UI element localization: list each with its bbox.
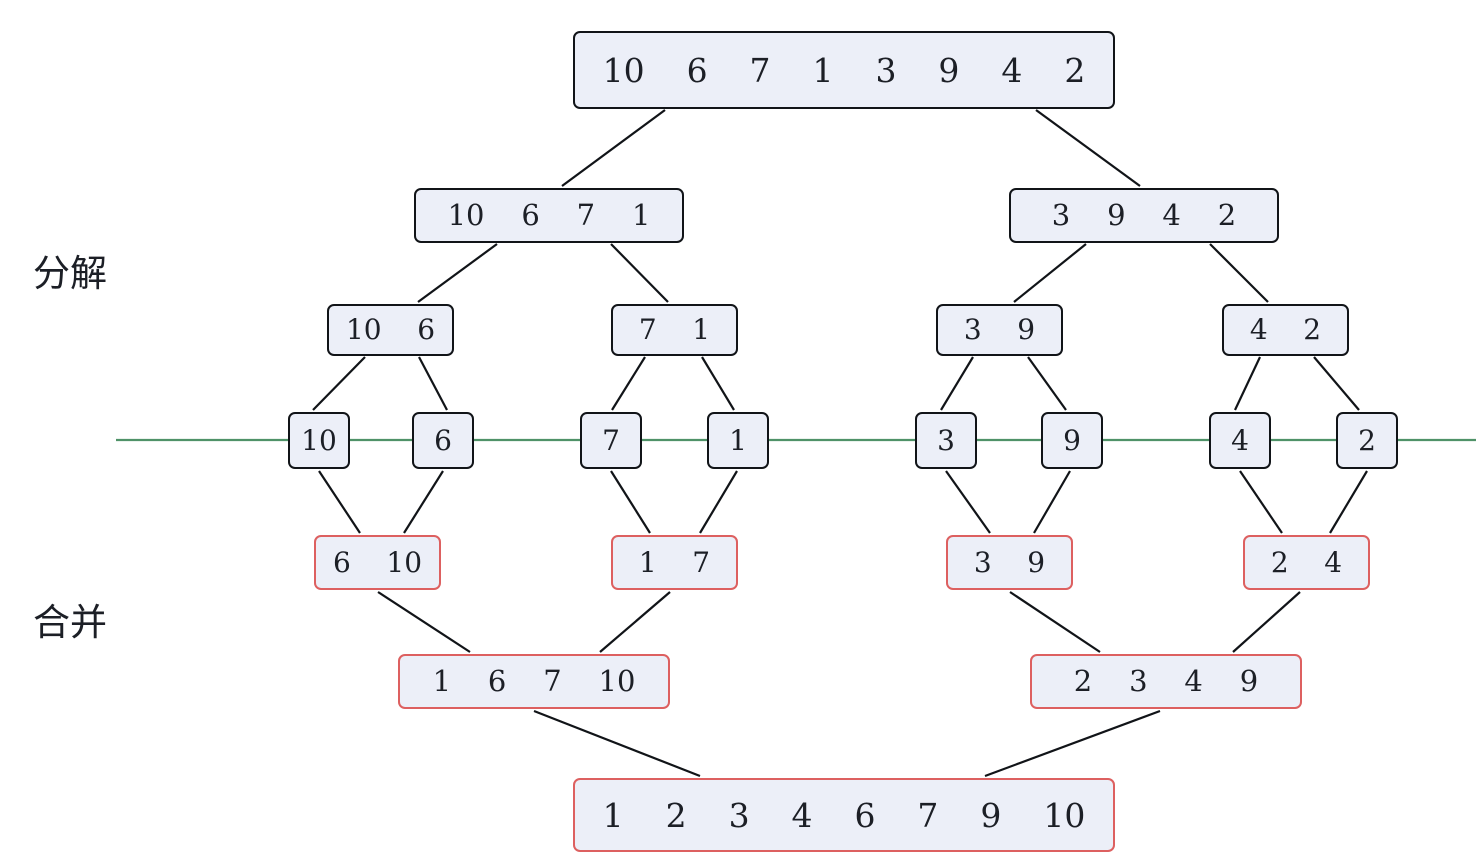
- array-node-merge-left[interactable]: 1 6 7 10: [398, 654, 670, 709]
- node-values: 10 6 7 1 3 9 4 2: [602, 50, 1086, 90]
- stage-label-split: 分解: [33, 252, 107, 295]
- array-node-leaf-9[interactable]: 9: [1041, 412, 1103, 469]
- node-values: 2 3 4 9: [1073, 664, 1259, 698]
- array-node-split-ll[interactable]: 10 6: [327, 304, 454, 356]
- array-node-leaf-4[interactable]: 4: [1209, 412, 1271, 469]
- edge-merge_ll-to-merge_l: [377, 591, 471, 653]
- array-node-split-right-1[interactable]: 3 9 4 2: [1009, 188, 1279, 243]
- node-values: 9: [1063, 423, 1081, 457]
- node-values: 3: [937, 423, 955, 457]
- array-node-split-rr[interactable]: 4 2: [1222, 304, 1349, 356]
- array-node-leaf-2[interactable]: 2: [1336, 412, 1398, 469]
- array-node-merge-lr[interactable]: 1 7: [611, 535, 738, 590]
- node-values: 4: [1231, 423, 1249, 457]
- node-values: 7 1: [638, 313, 711, 346]
- edge-root-to-split_r1: [1035, 109, 1141, 187]
- edge-root-to-split_l1: [561, 109, 666, 187]
- edge-leaf_7-to-merge_lr: [610, 470, 651, 534]
- array-node-leaf-7[interactable]: 7: [580, 412, 642, 469]
- node-values: 1 2 3 4 6 7 9 10: [602, 795, 1086, 835]
- edge-merge_rr-to-merge_r: [1232, 591, 1301, 653]
- edge-leaf_4-to-merge_rr: [1239, 470, 1283, 534]
- edge-leaf_9-to-merge_rl: [1033, 470, 1071, 534]
- node-values: 1 7: [638, 545, 711, 579]
- edge-merge_l-to-result: [533, 709, 701, 778]
- node-values: 10 6: [345, 313, 436, 346]
- array-node-merge-rl[interactable]: 3 9: [946, 535, 1073, 590]
- edge-split_l1-to-split_lr: [610, 243, 669, 303]
- node-values: 1 6 7 10: [432, 664, 636, 698]
- edge-split_ll-to-leaf_6: [418, 356, 448, 411]
- node-values: 10 6 7 1: [447, 198, 651, 232]
- edge-leaf_3-to-merge_rl: [945, 470, 991, 534]
- node-values: 7: [602, 423, 620, 457]
- edge-split_rl-to-leaf_3: [940, 356, 974, 411]
- edge-split_ll-to-leaf_10: [312, 356, 366, 411]
- array-node-merge-ll[interactable]: 6 10: [314, 535, 441, 590]
- edge-split_r1-to-split_rr: [1209, 243, 1269, 303]
- node-values: 6 10: [332, 545, 423, 579]
- node-values: 10: [301, 423, 337, 457]
- array-node-leaf-6[interactable]: 6: [412, 412, 474, 469]
- edge-merge_r-to-result: [984, 709, 1161, 778]
- edge-merge_rl-to-merge_r: [1009, 591, 1101, 653]
- array-node-leaf-3[interactable]: 3: [915, 412, 977, 469]
- array-node-split-rl[interactable]: 3 9: [936, 304, 1063, 356]
- array-node-leaf-10[interactable]: 10: [288, 412, 350, 469]
- array-node-leaf-1[interactable]: 1: [707, 412, 769, 469]
- stage-label-merge: 合并: [33, 601, 107, 644]
- array-node-merge-right[interactable]: 2 3 4 9: [1030, 654, 1302, 709]
- edge-split_l1-to-split_ll: [417, 243, 498, 303]
- node-values: 2: [1358, 423, 1376, 457]
- array-node-split-lr[interactable]: 7 1: [611, 304, 738, 356]
- edge-leaf_10-to-merge_ll: [318, 470, 361, 534]
- edge-leaf_2-to-merge_rr: [1329, 470, 1368, 534]
- edge-split_rr-to-leaf_2: [1313, 356, 1360, 411]
- edge-split_lr-to-leaf_1: [701, 356, 735, 411]
- edge-leaf_6-to-merge_ll: [403, 470, 444, 534]
- edge-merge_lr-to-merge_l: [599, 591, 671, 653]
- node-values: 1: [729, 423, 747, 457]
- array-node-split-left-1[interactable]: 10 6 7 1: [414, 188, 684, 243]
- array-node-merge-rr[interactable]: 2 4: [1243, 535, 1370, 590]
- node-values: 3 9: [973, 545, 1046, 579]
- edge-split_r1-to-split_rl: [1013, 243, 1087, 303]
- node-values: 6: [434, 423, 452, 457]
- node-values: 4 2: [1249, 313, 1322, 346]
- edge-split_lr-to-leaf_7: [611, 356, 646, 411]
- edge-leaf_1-to-merge_lr: [699, 470, 738, 534]
- node-values: 2 4: [1270, 545, 1343, 579]
- array-node-result[interactable]: 1 2 3 4 6 7 9 10: [573, 778, 1115, 852]
- node-values: 3 9 4 2: [1051, 198, 1237, 232]
- array-node-root[interactable]: 10 6 7 1 3 9 4 2: [573, 31, 1115, 109]
- edge-split_rl-to-leaf_9: [1027, 356, 1067, 411]
- edge-split_rr-to-leaf_4: [1234, 356, 1261, 411]
- node-values: 3 9: [963, 313, 1036, 346]
